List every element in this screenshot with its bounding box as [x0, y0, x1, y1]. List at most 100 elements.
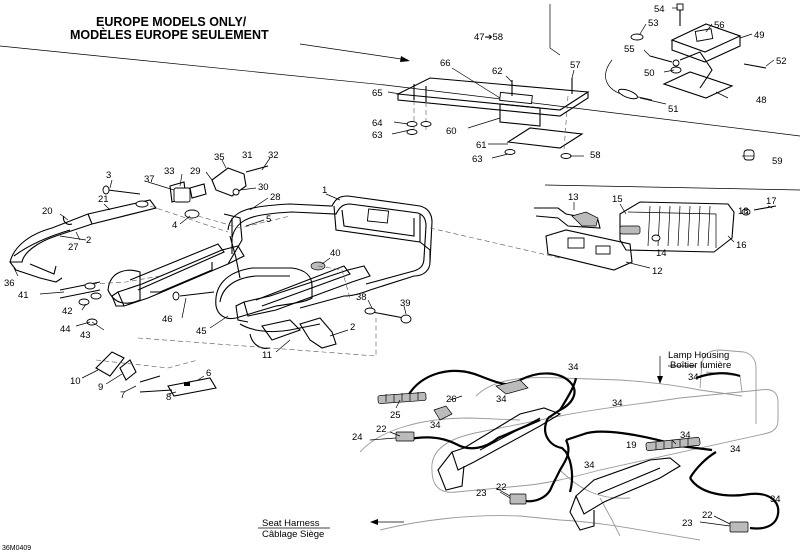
callout-24: 24 [352, 432, 363, 443]
locator-5 [317, 265, 351, 299]
locator-7 [95, 359, 199, 369]
callout-36: 36 [4, 278, 15, 289]
callout-58: 58 [590, 150, 601, 161]
conduit-25 [377, 392, 427, 404]
callout-66: 66 [440, 58, 451, 69]
callout-25: 25 [390, 410, 401, 421]
screw-52 [743, 63, 767, 69]
grab-handle-left [9, 199, 157, 283]
callout-37: 37 [144, 174, 155, 185]
callout-27: 27 [68, 242, 79, 253]
license-lamp-assembly [605, 23, 742, 101]
callout-34e: 34 [584, 460, 595, 471]
latch-assembly [249, 317, 337, 349]
callout-23b: 23 [682, 518, 693, 529]
caption-seat-harness-fr: Câblage Siège [262, 529, 324, 540]
bracket-37 [173, 187, 191, 203]
callout-22a: 22 [376, 424, 387, 435]
callout-4: 4 [172, 220, 177, 231]
harness-connectors [395, 379, 749, 533]
callout-12: 12 [652, 266, 663, 277]
callout-56: 56 [714, 20, 725, 31]
callout-34b: 34 [430, 420, 441, 431]
screw-55 [649, 55, 680, 67]
callout-leaders [13, 7, 775, 527]
callout-61: 61 [476, 140, 487, 151]
callout-35: 35 [214, 152, 225, 163]
callout-63a: 63 [372, 130, 383, 141]
callout-42: 42 [62, 306, 73, 317]
locator-4 [137, 318, 377, 357]
callout-22c: 22 [702, 510, 713, 521]
rack-brackets [107, 213, 371, 333]
callout-32: 32 [268, 150, 279, 161]
callout-54: 54 [654, 4, 665, 15]
nut-50 [670, 66, 682, 74]
seat-cushion [215, 267, 313, 320]
callout-29: 29 [190, 166, 201, 177]
lamp-housing-arrow [657, 376, 663, 384]
diagram-reference: 36M0409 [2, 545, 31, 552]
inset-frame-left [549, 4, 561, 56]
bolt-3 [102, 185, 141, 195]
callout-labels: 1 2 2 3 4 5 6 7 8 9 10 11 12 13 14 15 16… [4, 4, 787, 529]
callout-43: 43 [80, 330, 91, 341]
callout-52: 52 [776, 56, 787, 67]
callout-7: 7 [120, 390, 125, 401]
screws-europe [406, 78, 573, 159]
callout-46: 46 [162, 314, 173, 325]
callout-14: 14 [656, 248, 667, 259]
callout-28: 28 [270, 192, 281, 203]
callout-49: 49 [754, 30, 765, 41]
bolt-38-39 [364, 307, 412, 324]
callout-20: 20 [42, 206, 53, 217]
callout-34c: 34 [612, 398, 623, 409]
callout-17: 17 [766, 196, 777, 207]
seat-harness-arrow [370, 519, 378, 525]
callout-31: 31 [242, 150, 253, 161]
callout-2b: 2 [350, 322, 355, 333]
callout-65: 65 [372, 88, 383, 99]
washer-4 [184, 209, 200, 219]
callout-33: 33 [164, 166, 175, 177]
header-title-fr: MODÈLES EUROPE SEULEMENT [70, 27, 269, 42]
callout-50: 50 [644, 68, 655, 79]
callout-51: 51 [668, 104, 679, 115]
callout-45: 45 [196, 326, 207, 337]
callout-30: 30 [258, 182, 269, 193]
caption-seat-harness: Seat Harness [262, 518, 320, 529]
callout-11: 11 [262, 350, 272, 361]
callout-39: 39 [400, 298, 411, 309]
callout-34g: 34 [680, 430, 691, 441]
rack-ghost-outline [359, 349, 779, 541]
range-note: 47➔58 [474, 32, 503, 43]
callout-34a: 34 [568, 362, 579, 373]
callout-59: 59 [772, 156, 783, 167]
callout-63b: 63 [472, 154, 483, 165]
callout-34d: 34 [496, 394, 507, 405]
callout-34i: 34 [770, 494, 781, 505]
bulb-socket-13 [534, 207, 601, 229]
callout-62: 62 [492, 66, 503, 77]
header-arrow [400, 56, 410, 62]
callout-8: 8 [166, 392, 171, 403]
fastener-set-41-44 [59, 281, 102, 326]
header-leader [299, 43, 409, 61]
inset-frame-top [0, 45, 800, 137]
screw-54 [676, 3, 684, 26]
locator-3 [91, 275, 161, 285]
callout-64: 64 [372, 118, 383, 129]
callout-23a: 23 [476, 488, 487, 499]
callout-38: 38 [356, 292, 367, 303]
callout-60: 60 [446, 126, 457, 137]
rear-rack-frame [227, 195, 433, 309]
caption-lamp-housing-fr: Boîtier lumière [670, 360, 731, 371]
locator-2 [197, 215, 291, 229]
callout-13: 13 [568, 192, 579, 203]
callout-22b: 22 [496, 482, 507, 493]
callout-1: 1 [322, 185, 327, 196]
callout-21: 21 [98, 194, 109, 205]
callout-15: 15 [612, 194, 623, 205]
